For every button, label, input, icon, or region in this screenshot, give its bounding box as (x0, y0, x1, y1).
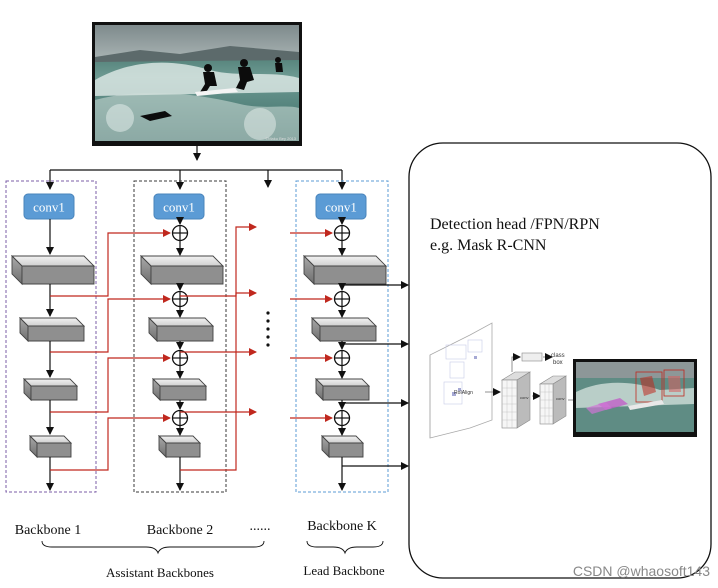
lateral-arrow-b2-next-4 (180, 408, 257, 471)
detection-head-title: Detection head /FPN/RPN (430, 216, 600, 233)
stage-block-b2-1 (139, 254, 225, 286)
lateral-arrow-b2-next-2 (180, 289, 257, 353)
stage-block-b1-3 (22, 377, 79, 402)
conv1-label: conv1 (163, 200, 195, 215)
backbone-1-box (5, 180, 97, 493)
input-surf-photo: ©Maku Bey 2013 (92, 22, 302, 146)
box-output-label: box (553, 360, 563, 366)
input-distribution-arrows (46, 146, 346, 190)
stage-block-b2-3 (151, 377, 208, 402)
conv1-label: conv1 (33, 200, 65, 215)
lead-backbone-brace (306, 540, 384, 555)
class-box-head (521, 352, 543, 362)
stage-block-bk-1 (302, 254, 388, 286)
stage-block-b2-2 (147, 316, 215, 343)
assistant-backbones-brace (41, 540, 265, 555)
detection-head-panel (408, 142, 712, 579)
lateral-arrow-b1-b2-3 (50, 354, 171, 413)
backbone-2-label: Backbone 2 (147, 523, 213, 538)
lateral-arrow-b1-b2-2 (50, 295, 171, 353)
stage-block-bk-2 (310, 316, 378, 343)
lateral-arrow-b2-next-1 (180, 223, 257, 297)
conv1-block-k: conv1 (315, 193, 367, 220)
backbone-2-box (133, 180, 227, 493)
stage-block-b2-4 (157, 434, 202, 459)
vertical-ellipsis (266, 311, 270, 347)
mask-rcnn-illustration: RoIAlign conv conv (429, 322, 575, 439)
csdn-watermark: CSDN @whaosoft143 (573, 563, 710, 579)
lateral-arrow-b2-next-3 (180, 348, 257, 413)
backbone-stages (10, 217, 409, 491)
assistant-backbones-label: Assistant Backbones (106, 565, 214, 580)
backbone-k-box (295, 180, 389, 493)
stage-block-b1-1 (10, 254, 96, 286)
backbone-k-label: Backbone K (307, 519, 377, 534)
output-detection-photo (573, 359, 697, 437)
stage-block-b1-2 (18, 316, 86, 343)
stage-block-b1-4 (28, 434, 73, 459)
stage-block-bk-3 (314, 377, 371, 402)
class-output-label: class (551, 353, 565, 359)
conv-label-b: conv (556, 396, 564, 401)
horizontal-ellipsis: ...... (250, 519, 271, 534)
conv1-block-1: conv1 (23, 193, 75, 220)
conv1-block-2: conv1 (153, 193, 205, 220)
photo-credit: ©Maku Bey 2013 (265, 136, 297, 141)
detection-head-example: e.g. Mask R-CNN (430, 237, 547, 254)
mask-feature-cube-1 (500, 371, 532, 429)
lateral-arrow-b1-b2-1 (50, 229, 171, 297)
roialign-label: RoIAlign (454, 390, 473, 396)
mask-feature-cube-2 (538, 375, 568, 425)
lateral-arrow-b1-b2-4 (50, 414, 171, 471)
backbone-1-label: Backbone 1 (15, 523, 81, 538)
conv-label-a: conv (520, 395, 528, 400)
conv1-label: conv1 (325, 200, 357, 215)
stage-block-bk-4 (320, 434, 365, 459)
lead-backbone-label: Lead Backbone (303, 563, 384, 578)
